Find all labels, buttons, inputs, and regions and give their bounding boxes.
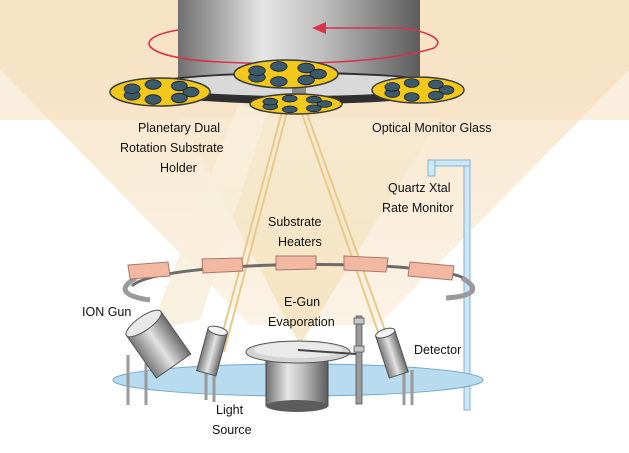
substrate-lens: [182, 86, 200, 98]
heater: [407, 261, 455, 281]
e-gun-label-line1: E-Gun: [284, 295, 320, 309]
substrate-lens: [309, 68, 327, 80]
quartz-monitor-label-line2: Rate Monitor: [382, 201, 454, 215]
substrate-lens: [403, 78, 420, 88]
substrate-lens: [297, 62, 315, 74]
substrate-lens: [170, 80, 188, 92]
substrate-lens: [270, 61, 288, 72]
planet-plate: [233, 59, 339, 89]
quartz-monitor-label-line1: Quartz Xtal: [388, 181, 451, 195]
substrate-heaters-label-line1: Substrate: [268, 215, 322, 229]
substrate-lens: [427, 90, 444, 101]
substrate-lens: [427, 79, 444, 90]
heater-ring-right-arm: [445, 275, 476, 301]
substrate-lens: [144, 94, 162, 105]
ion-beam: [150, 105, 268, 330]
ion-gun-label: ION Gun: [82, 305, 131, 319]
light-source-label-line2: Source: [212, 423, 252, 437]
substrate-lens: [297, 74, 315, 86]
labels: Planetary Dual Rotation Substrate Holder…: [82, 121, 491, 437]
optical-monitor-label: Optical Monitor Glass: [372, 121, 491, 135]
substrate-lens: [281, 94, 298, 103]
heater: [127, 261, 171, 280]
substrate-lens: [248, 65, 266, 76]
heater: [343, 255, 389, 273]
substrate-lens: [262, 97, 279, 106]
planetary-holder-label-line3: Holder: [160, 161, 197, 175]
heater: [275, 255, 317, 271]
heater-ring-left-arm: [122, 275, 151, 303]
ion-gun: [125, 309, 192, 379]
substrate-lens: [305, 104, 322, 113]
substrate-lens: [270, 76, 288, 87]
planet-plate: [371, 76, 465, 104]
detector: [375, 327, 409, 379]
detector-label: Detector: [414, 343, 461, 357]
substrate-lens: [403, 92, 420, 102]
substrate-lens: [170, 92, 188, 104]
substrate-heaters: [127, 255, 455, 281]
substrate-lens: [438, 85, 455, 95]
heater: [201, 257, 244, 274]
substrate-lens: [384, 82, 401, 92]
light-source-label-line1: Light: [216, 403, 244, 417]
planetary-substrate-holder: [109, 59, 465, 115]
substrate-lens: [305, 95, 322, 104]
substrate-lens: [123, 83, 141, 94]
light-source: [196, 325, 228, 377]
planet-plate: [109, 77, 211, 107]
substrate-lens: [144, 79, 162, 90]
planet-plate: [249, 93, 343, 115]
substrate-lens: [316, 100, 333, 108]
planetary-holder-label-line1: Planetary Dual: [138, 121, 220, 135]
base-legs: [126, 355, 414, 405]
substrate-lens: [281, 105, 298, 114]
planetary-holder-label-line2: Rotation Substrate: [120, 141, 224, 155]
e-gun-source: [245, 340, 357, 412]
rotation-arrow-head: [312, 22, 326, 34]
shutter-rod: [353, 315, 365, 405]
e-gun-label-line2: Evaporation: [268, 315, 335, 329]
optical-light-path: [217, 107, 393, 353]
substrate-heaters-label-line2: Heaters: [278, 235, 322, 249]
